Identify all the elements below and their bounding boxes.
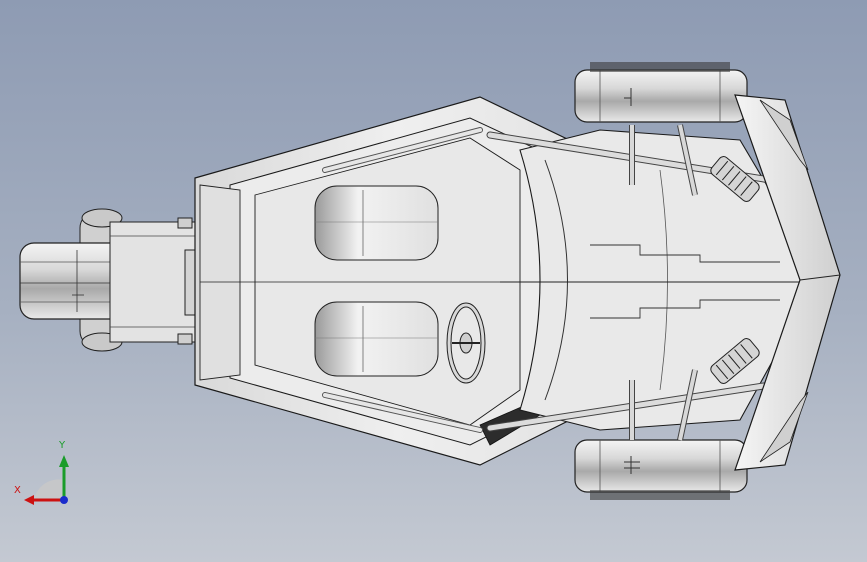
x-axis-label: X: [14, 485, 21, 496]
y-axis-label: Y: [59, 440, 66, 451]
front-wheel-bottom: [574, 439, 748, 500]
front-spring-top: [710, 156, 760, 202]
seat-top: [314, 185, 439, 261]
nose-cone: [734, 94, 841, 471]
front-spring-bottom: [710, 338, 760, 384]
front-suspension: [486, 124, 774, 441]
axis-arrows-icon: [24, 455, 69, 505]
seat-bottom: [314, 301, 439, 377]
steering-wheel: [446, 302, 486, 384]
orientation-triad: Y X: [14, 440, 74, 510]
front-wheel-top: [574, 62, 748, 123]
